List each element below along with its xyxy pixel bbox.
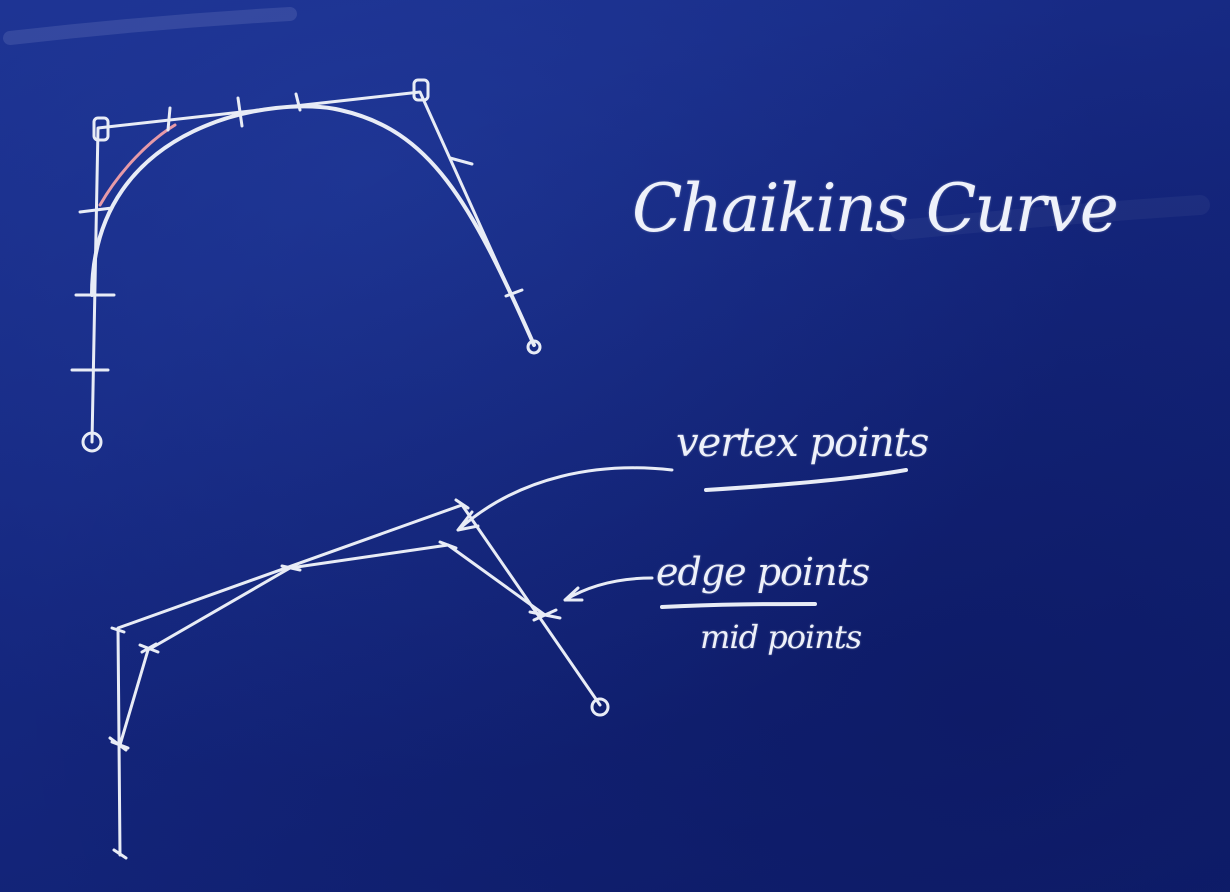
top-control-point [412,78,430,102]
top-control-point [92,116,110,142]
bottom-refined-polygon [118,543,547,747]
edge-points-label: edge points [656,550,870,594]
top-control-point [526,339,542,355]
bottom-point-marks [108,498,562,860]
bottom-diagram [108,466,908,860]
top-diagram [70,78,542,453]
vertex-points-arrow [456,466,674,532]
bottom-end-point [590,697,610,717]
top-tick-marks [70,92,524,372]
top-curve-pink-segment [98,123,177,207]
midpoints-label: mid points [700,618,862,656]
top-control-point [81,431,103,453]
top-chaikin-curve [90,104,536,347]
edge-points-underline [660,602,817,609]
top-control-polygon [90,90,536,444]
edge-points-arrow [563,576,654,602]
chalk-title: Chaikins Curve [632,170,1119,247]
vertex-points-underline [704,468,908,492]
vertex-points-label: vertex points [676,420,929,466]
